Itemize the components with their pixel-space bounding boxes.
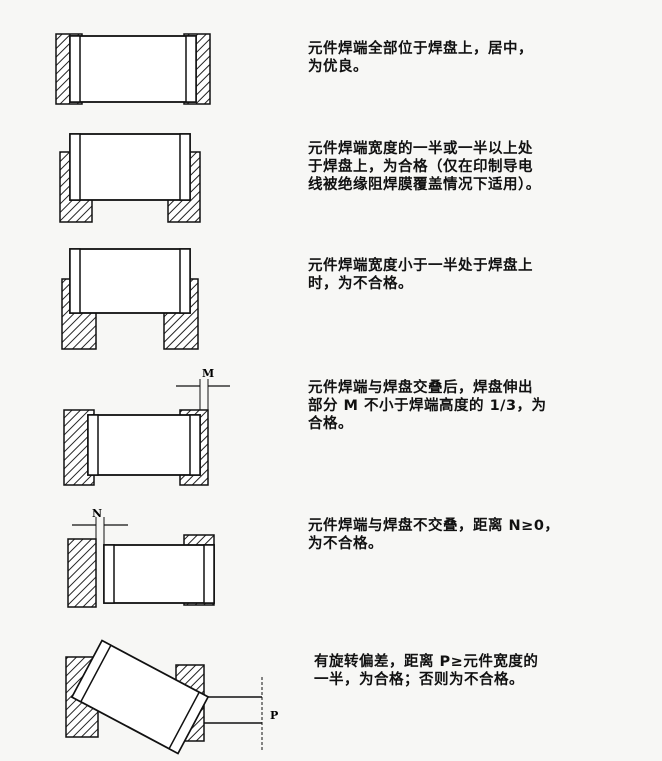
figure-6-rotated-p: P [65,639,278,755]
terminal-right [185,35,197,103]
terminal-left [103,544,115,604]
row-3-description: 元件焊端宽度小于一半处于焊盘上 时，为不合格。 [308,258,533,292]
terminal-right [189,414,201,476]
component-rotated [70,639,210,755]
terminal-left [69,133,81,201]
terminal-left [87,414,99,476]
row-2-description: 元件焊端宽度的一半或一半以上处 于焊盘上，为合格（仅在印制导电 线被绝缘阻焊膜覆… [308,141,541,193]
pad-left [67,538,97,608]
label-n: N [92,507,102,520]
component-body [103,544,215,604]
figure-1-centered [55,33,211,105]
row-6-description: 有旋转偏差，距离 P≥元件宽度的 一半，为合格；否则为不合格。 [314,654,539,688]
component-body [87,414,201,476]
terminal-right [179,248,191,314]
terminal-left [69,248,81,314]
terminal-right [179,133,191,201]
figure-3-less-than-half [61,248,199,350]
figure-2-half-overlap [59,133,201,223]
row-4-description: 元件焊端与焊盘交叠后，焊盘伸出 部分 M 不小于焊端高度的 1/3，为 合格。 [308,380,547,432]
component-body [69,35,197,103]
row-5-description: 元件焊端与焊盘不交叠，距离 N≥0， 为不合格。 [308,518,560,552]
label-p: P [270,709,278,722]
conductor-trace [204,696,262,724]
figure-5-no-overlap-n: N [67,507,215,608]
component-body [69,248,191,314]
component-body [69,133,191,201]
row-1-description: 元件焊端全部位于焊盘上，居中， 为优良。 [308,41,533,75]
terminal-left [69,35,81,103]
figure-4-pad-extension-m: M [63,367,230,486]
terminal-right [203,544,215,604]
label-m: M [202,367,214,380]
